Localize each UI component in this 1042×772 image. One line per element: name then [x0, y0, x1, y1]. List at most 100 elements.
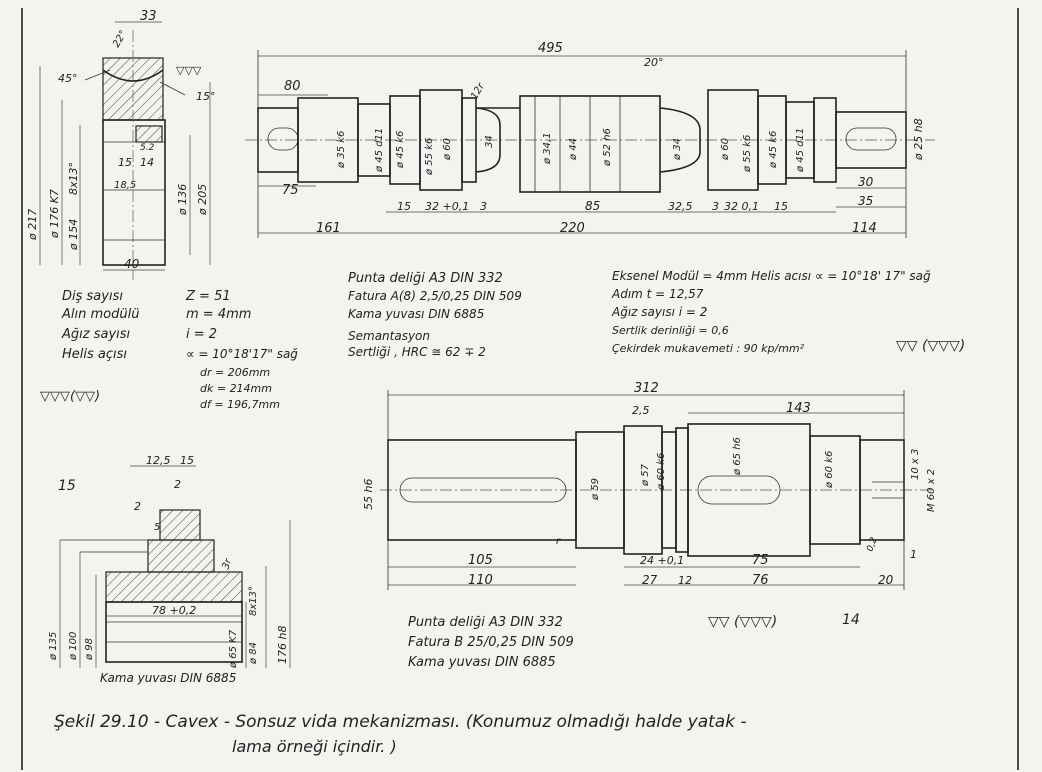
- wheel-dim-d65h6: ø 65 h6: [732, 437, 743, 476]
- gear-dim-d217: ø 217: [26, 209, 39, 241]
- gear-dim-15: 15: [118, 156, 132, 169]
- gear-dim-angle-22: 22°: [111, 29, 129, 50]
- hub-dim-78: 78 +0,2: [152, 604, 196, 617]
- worm-note-line: Punta deliği A3 DIN 332: [348, 271, 503, 286]
- wheel-dim-0-2: 0,2: [865, 536, 879, 553]
- hub-dim-d100: ø 100: [68, 632, 79, 661]
- worm-dia-label: ø 45 k6: [395, 131, 406, 169]
- gear-spec-label: Helis açısı: [62, 347, 127, 362]
- wheel-note-line: Punta deliği A3 DIN 332: [408, 615, 563, 630]
- worm-note-line: Semantasyon: [348, 329, 430, 343]
- worm-dia-label: ø 34: [672, 138, 683, 161]
- wheel-dim-143: 143: [786, 401, 811, 416]
- gear-dim-14: 14: [140, 156, 154, 169]
- gear-spec-label: Diş sayısı: [62, 289, 123, 304]
- worm-dim-20deg: 20°: [644, 56, 664, 69]
- hub-label-15: 15: [58, 478, 76, 494]
- gear-dim-d154: ø 154: [67, 219, 80, 251]
- worm-dia-label: ø 45 d11: [374, 128, 385, 173]
- worm-dia-label: ø 60: [720, 138, 731, 161]
- worm-dia-label: ø 45 k6: [768, 131, 779, 169]
- gear-specs: Diş sayısı Z = 51 Alın modülü m = 4mm Ağ…: [40, 289, 298, 411]
- gear-section-drawing: [39, 21, 211, 280]
- gear-dim-angle-45: 45°: [58, 72, 78, 85]
- hub-dim-5: 5: [154, 522, 160, 533]
- wheel-dim-12: 12: [678, 574, 692, 587]
- hub-dim-d98: ø 98: [84, 638, 95, 661]
- worm-dim-12r: 12r: [469, 81, 487, 102]
- wheel-notes: Punta deliği A3 DIN 332 Fatura B 25/0,25…: [408, 612, 860, 670]
- hub-dim-d84: ø 84: [248, 642, 259, 665]
- wheel-dim-m60: M 60 x 2: [926, 469, 937, 512]
- worm-dim-32a: 32 +0,1: [425, 200, 469, 213]
- hub-dim-2a: 2: [174, 478, 181, 491]
- wheel-dim-2-5: 2,5: [632, 404, 650, 417]
- worm-dim-32b: 32 0,1: [724, 200, 759, 213]
- worm-note-line: Çekirdek mukavemeti : 90 kp/mm²: [612, 342, 805, 355]
- wheel-dim-d57: ø 57: [640, 463, 651, 487]
- worm-dia-label: ø 44: [568, 138, 579, 161]
- wheel-dim-76: 76: [752, 573, 769, 588]
- worm-note-line: Fatura A(8) 2,5/0,25 DIN 509: [348, 289, 522, 303]
- wheel-note-line: Fatura B 25/0,25 DIN 509: [408, 635, 574, 650]
- gear-dim-18-5: 18,5: [114, 180, 136, 191]
- hub-caption: Kama yuvası DIN 6885: [100, 671, 236, 685]
- worm-note-line: Kama yuvası DIN 6885: [348, 307, 484, 321]
- hub-dim-12-5: 12,5: [146, 454, 171, 467]
- figure-label-14: 14: [842, 612, 860, 628]
- gear-dim-5-2: 5.2: [140, 143, 155, 153]
- gear-dim-d136: ø 136: [176, 184, 189, 216]
- worm-note-line: Ağız sayısı i = 2: [611, 305, 707, 319]
- worm-dim-32-5: 32,5: [668, 200, 693, 213]
- worm-note-line: Eksenel Modül = 4mm Helis acısı ∝ = 10°1…: [612, 269, 931, 283]
- worm-dim-15b: 15: [774, 200, 788, 213]
- wheel-dim-r: r: [556, 536, 561, 547]
- hub-dim-15: 15: [180, 454, 194, 467]
- gear-spec-label: Ağız sayısı: [61, 327, 131, 342]
- worm-dim-35: 35: [858, 194, 873, 208]
- hub-dim-8x13: 8x13°: [248, 586, 259, 616]
- worm-shaft-drawing: [245, 50, 935, 238]
- worm-dim-3b: 3: [712, 200, 719, 213]
- gear-dim-angle-15: 15°: [196, 90, 216, 103]
- hub-section-drawing: [59, 465, 291, 668]
- worm-dia-label: 34: [484, 135, 495, 148]
- gear-dim-40: 40: [124, 257, 140, 271]
- gear-surface-symbol: ▽▽▽: [176, 64, 202, 77]
- gear-spec-value: Z = 51: [185, 289, 231, 304]
- worm-diameter-labels: ø 35 k6 ø 45 d11 ø 45 k6 ø 55 k6 ø 60 34…: [336, 118, 925, 176]
- wheel-dim-24: 24 +0,1: [640, 554, 684, 567]
- worm-notes-right: Eksenel Modül = 4mm Helis acısı ∝ = 10°1…: [611, 269, 965, 355]
- worm-dim-495: 495: [538, 41, 563, 56]
- wheel-dim-27: 27: [642, 573, 658, 587]
- gear-diameter-df: df = 196,7mm: [200, 398, 280, 411]
- wheel-dim-d59: ø 59: [590, 478, 601, 501]
- worm-note-line: Sertlik derinliği = 0,6: [612, 324, 729, 337]
- hub-dim-d135: ø 135: [48, 632, 59, 661]
- worm-dim-3a: 3: [480, 200, 487, 213]
- worm-dia-label: ø 35 k6: [336, 131, 347, 169]
- worm-dim-114: 114: [852, 221, 877, 236]
- gear-dim-8x3: 8x13°: [67, 162, 80, 195]
- hub-dim-3r: 3r: [220, 557, 234, 571]
- hub-dim-2b: 2: [134, 500, 141, 513]
- figure-caption-line-1: Şekil 29.10 - Cavex - Sonsuz vida mekani…: [54, 712, 747, 732]
- gear-spec-value: m = 4mm: [186, 307, 251, 322]
- worm-dim-30: 30: [858, 175, 874, 189]
- gear-spec-value: ∝ = 10°18'17" sağ: [186, 347, 298, 361]
- wheel-dim-1: 1: [910, 548, 917, 561]
- worm-dim-161: 161: [316, 221, 341, 236]
- gear-dim-d176: ø 176 K7: [48, 189, 61, 239]
- wheel-dim-110: 110: [468, 573, 493, 588]
- wheel-dim-75: 75: [752, 553, 769, 568]
- worm-dia-label: ø 52 h6: [602, 128, 613, 167]
- wheel-note-line: Kama yuvası DIN 6885: [408, 655, 556, 670]
- worm-dia-label: ø 55 k6: [742, 135, 753, 173]
- worm-dia-label: ø 55 k6: [424, 138, 435, 176]
- worm-dim-75: 75: [282, 183, 299, 198]
- worm-dim-220: 220: [560, 221, 585, 236]
- gear-surface-note: ▽▽▽(▽▽): [40, 389, 100, 404]
- hub-dim-d176: 176 h8: [276, 626, 289, 664]
- gear-diameter-dk: dk = 214mm: [200, 382, 272, 395]
- hub-dim-d65: ø 65 K7: [228, 629, 239, 669]
